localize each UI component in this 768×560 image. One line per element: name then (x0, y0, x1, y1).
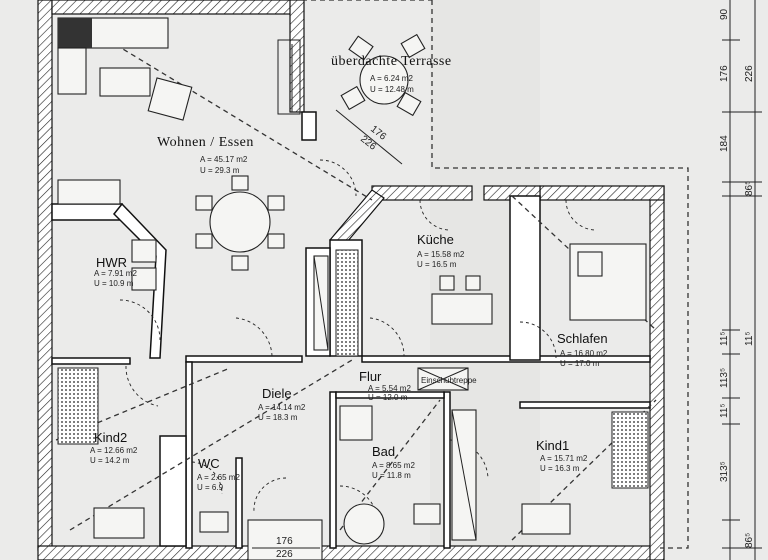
room-terrasse-area: A = 6.24 m2 (370, 74, 413, 83)
room-bad-name: Bad (372, 444, 395, 459)
room-wohnen-perimeter: U = 29.3 m (200, 166, 240, 175)
room-terrasse-name: überdachte Terrasse (331, 54, 452, 69)
room-bad-area: A = 8.65 m2 (372, 461, 415, 470)
room-wohnen: Wohnen / Essen A = 45.17 m2 U = 29.3 m (157, 135, 254, 175)
room-wohnen-name: Wohnen / Essen (157, 135, 254, 150)
room-kueche-name: Küche (417, 232, 454, 247)
room-diele-perimeter: U = 18.3 m (258, 413, 298, 422)
room-schlafen: Schlafen A = 16.80 m2 U = 17.0 m (557, 331, 608, 368)
dim-184: 184 (719, 135, 730, 152)
dim-176: 176 (719, 65, 730, 82)
room-bad: Bad A = 8.65 m2 U = 11.8 m (372, 444, 415, 480)
room-flur-area: A = 5.54 m2 (368, 384, 411, 393)
room-diele-name: Diele (262, 386, 292, 401)
dim-86-5-top: 86⁵ (744, 181, 755, 196)
room-hwr-area: A = 7.91 m2 (94, 269, 137, 278)
room-wc-name: WC (198, 456, 220, 471)
room-kind1-name: Kind1 (536, 438, 569, 453)
room-diele: Diele A = 14.14 m2 U = 18.3 m (258, 386, 306, 422)
room-hwr: HWR A = 7.91 m2 U = 10.9 m (94, 255, 137, 288)
room-kind2-perimeter: U = 14.2 m (90, 456, 130, 465)
room-kind1: Kind1 A = 15.71 m2 U = 16.3 m (536, 438, 588, 473)
room-kueche-area: A = 15.58 m2 (417, 250, 465, 259)
entry-dim-top: 176 (276, 536, 293, 547)
room-terrasse: überdachte Terrasse A = 6.24 m2 U = 12.4… (331, 54, 452, 94)
room-kind2-area: A = 12.66 m2 (90, 446, 138, 455)
room-schlafen-perimeter: U = 17.0 m (560, 359, 600, 368)
room-wc: WC A = 2.65 m2 U = 6.9 (197, 456, 240, 492)
dim-86-5-bottom: 86⁵ (744, 533, 755, 548)
dim-11-5-a: 11⁵ (719, 331, 730, 346)
dim-113-5: 113⁵ (719, 368, 730, 388)
room-flur: Flur A = 5.54 m2 U = 12.0 m (359, 369, 411, 402)
room-schlafen-name: Schlafen (557, 331, 608, 346)
right-dimension-chain: 90 176 226 184 86⁵ 11⁵ 11⁵ 113⁵ 11⁵ 313⁵… (719, 0, 762, 560)
room-kind2-name: Kind2 (94, 430, 127, 445)
room-flur-name: Flur (359, 369, 382, 384)
dim-226: 226 (744, 65, 755, 82)
dashed-outlines (55, 0, 689, 549)
outer-walls (37, 0, 665, 560)
room-bad-perimeter: U = 11.8 m (372, 471, 411, 480)
room-terrasse-perimeter: U = 12.48 m (370, 85, 414, 94)
entry-dimension: 176 226 (247, 519, 323, 560)
entry-dim-bottom: 226 (276, 549, 293, 560)
room-kind2: Kind2 A = 12.66 m2 U = 14.2 m (90, 430, 138, 465)
room-wc-perimeter: U = 6.9 (197, 483, 224, 492)
furniture (57, 17, 649, 545)
room-kind1-area: A = 15.71 m2 (540, 454, 588, 463)
room-kind1-perimeter: U = 16.3 m (540, 464, 580, 473)
dim-90: 90 (719, 8, 730, 20)
room-wc-area: A = 2.65 m2 (197, 473, 240, 482)
dim-11-5-c: 11⁵ (719, 403, 730, 418)
room-flur-perimeter: U = 12.0 m (368, 393, 408, 402)
room-schlafen-area: A = 16.80 m2 (560, 349, 608, 358)
room-hwr-perimeter: U = 10.9 m (94, 279, 134, 288)
room-wohnen-area: A = 45.17 m2 (200, 155, 248, 164)
room-kueche-perimeter: U = 16.5 m (417, 260, 457, 269)
room-kueche: Küche A = 15.58 m2 U = 16.5 m (417, 232, 465, 269)
room-diele-area: A = 14.14 m2 (258, 403, 306, 412)
room-hwr-name: HWR (96, 255, 127, 270)
stair-label: Einschubtreppe (421, 376, 477, 385)
dim-313-5: 313⁵ (719, 461, 730, 482)
dim-11-5-b: 11⁵ (744, 331, 755, 346)
